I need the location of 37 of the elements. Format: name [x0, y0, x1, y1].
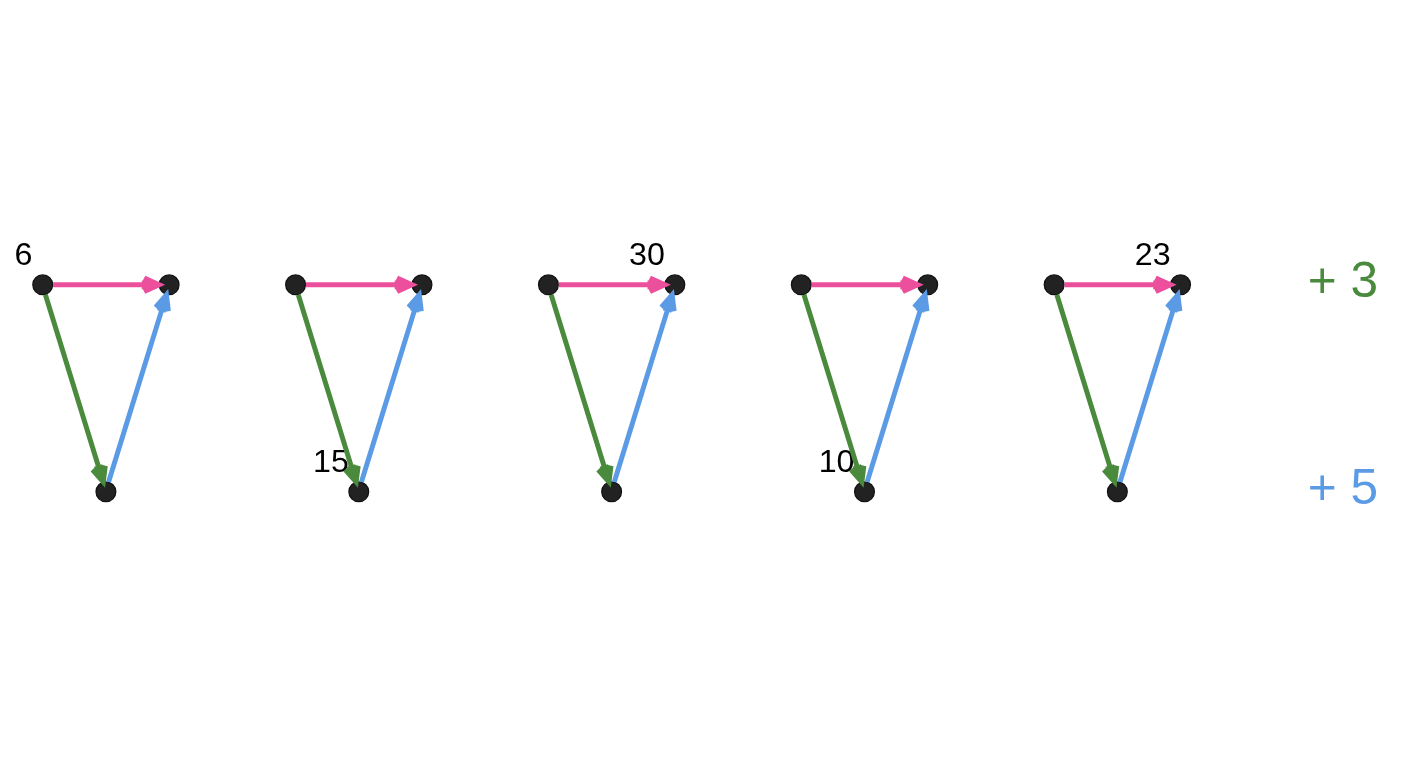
arrow: [359, 291, 424, 483]
node-label: 23: [1134, 235, 1171, 272]
arrow: [864, 291, 930, 483]
node-circle: [32, 273, 54, 295]
arrow: [1054, 293, 1120, 485]
arrow: [1064, 275, 1174, 294]
node-label: 30: [629, 235, 665, 272]
node-circle: [664, 273, 686, 295]
arrow: [548, 293, 614, 485]
node-circle: [411, 273, 433, 295]
node-circle: [1043, 273, 1065, 295]
arrow: [558, 275, 668, 294]
arrow: [801, 293, 867, 485]
arrow: [295, 293, 361, 485]
node-label: 10: [818, 442, 855, 479]
legend-label: + 5: [1307, 458, 1379, 515]
arrow: [106, 291, 171, 483]
node-label: 15: [312, 442, 349, 479]
legend-label: + 3: [1307, 251, 1379, 308]
node-circle: [917, 273, 939, 295]
arrow: [305, 275, 415, 294]
node-circle: [790, 273, 812, 295]
arrow: [811, 275, 921, 294]
node-circle: [158, 273, 180, 295]
arrow: [1117, 291, 1183, 483]
arrow: [43, 293, 108, 485]
node-circle: [1170, 273, 1192, 295]
node-circle: [285, 273, 307, 295]
arrow: [53, 275, 162, 294]
node-circle: [853, 480, 876, 502]
node-circle: [1106, 480, 1128, 502]
arrow: [611, 291, 677, 483]
node-label: 6: [14, 235, 33, 272]
node-circle: [537, 273, 559, 295]
node-circle: [601, 480, 623, 502]
node-circle: [95, 480, 117, 502]
node-circle: [348, 480, 370, 502]
